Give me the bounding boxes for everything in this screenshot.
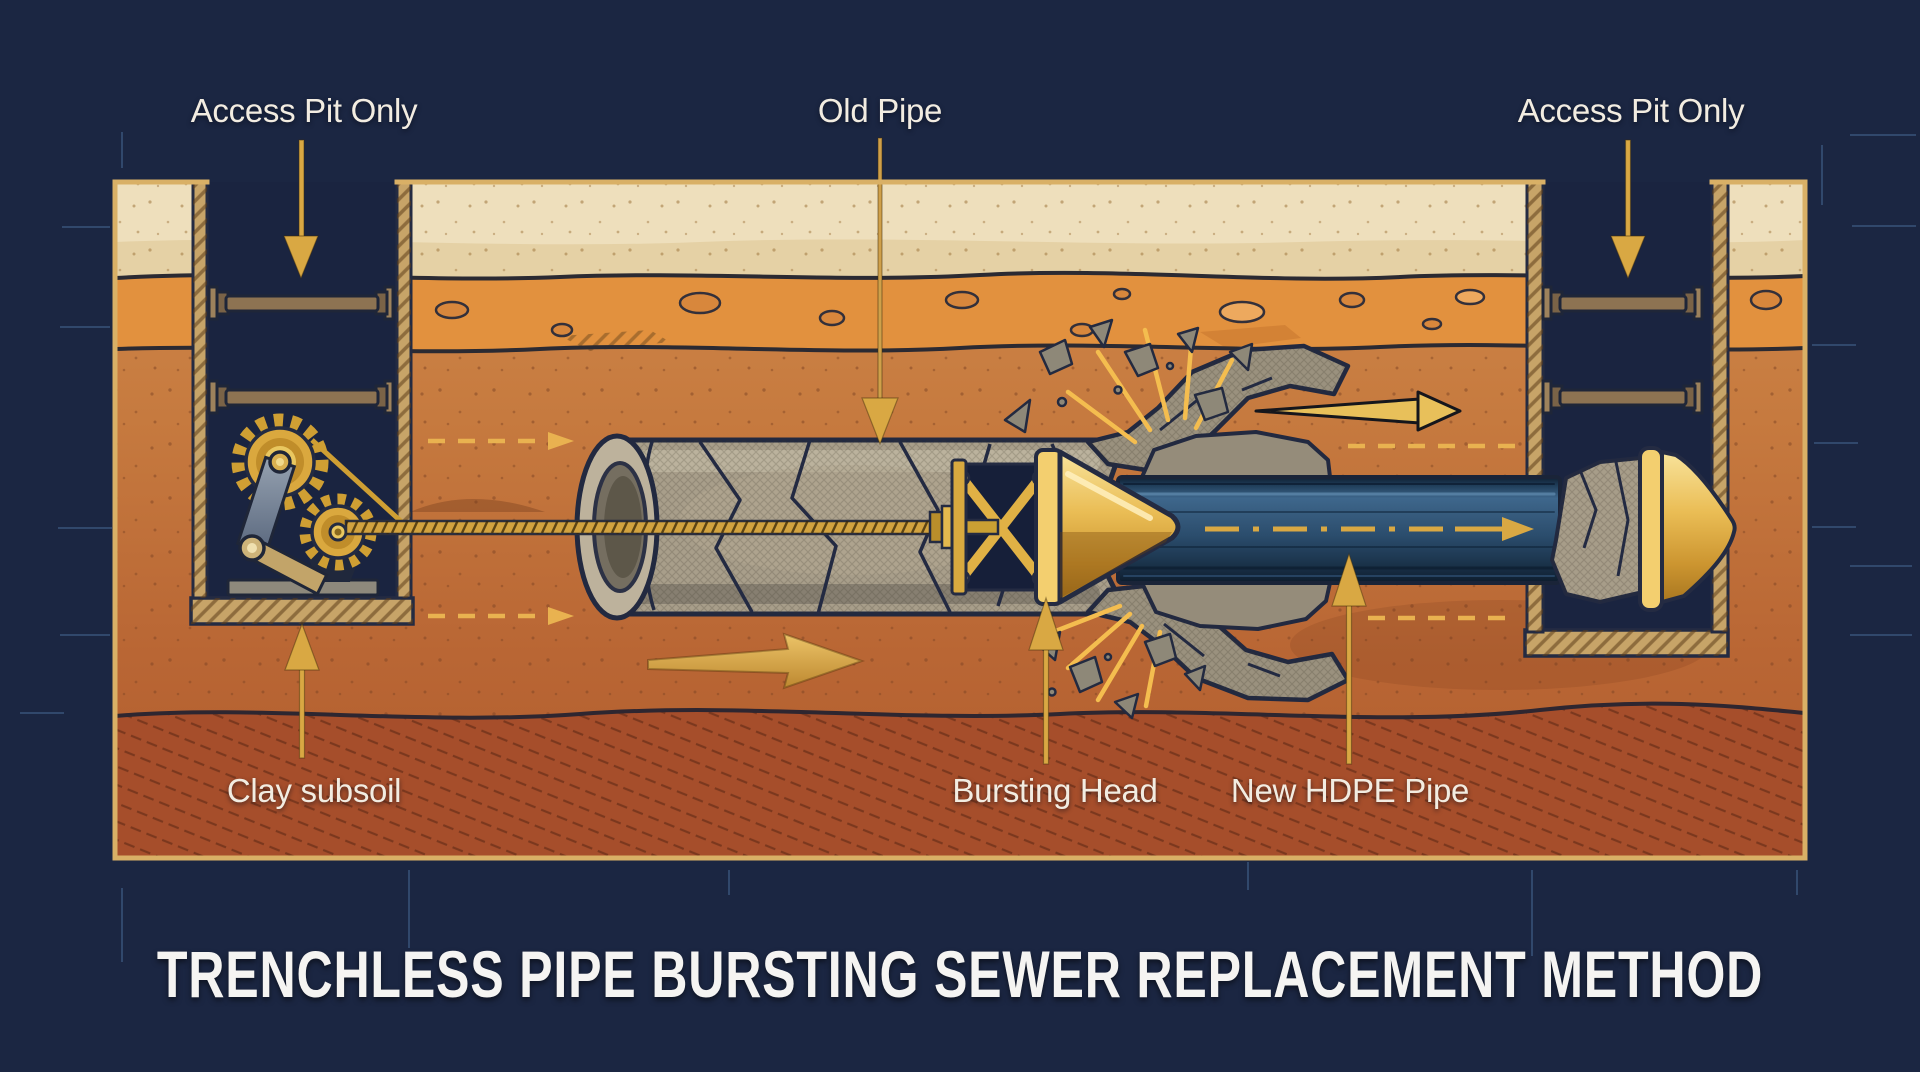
pit-brace xyxy=(1541,379,1704,415)
bursting-cone xyxy=(1057,449,1181,605)
pit-brace xyxy=(207,379,395,415)
dashed-guide-left-bottom xyxy=(428,607,574,625)
section-frame xyxy=(112,179,1808,861)
label-access-pit-right: Access Pit Only xyxy=(1517,92,1745,129)
pit-brace xyxy=(1541,285,1704,321)
flow-arrow-small xyxy=(1455,517,1534,541)
long-flow-arrow xyxy=(1254,390,1462,432)
dashed-guide-left-top xyxy=(428,432,574,450)
exit-cone xyxy=(1660,450,1737,604)
big-flow-arrow xyxy=(647,632,866,690)
label-access-pit-left: Access Pit Only xyxy=(190,92,418,129)
winch-machine xyxy=(226,413,408,597)
down-arrow-icon xyxy=(283,139,319,280)
pit-brace xyxy=(207,285,395,321)
bursting-head xyxy=(928,448,1181,606)
page-title: TRENCHLESS PIPE BURSTING SEWER REPLACEME… xyxy=(156,937,1764,1011)
pipe-exit-assembly xyxy=(1455,446,1737,612)
pointer-arrows xyxy=(283,137,1646,765)
down-arrow-icon xyxy=(861,137,899,446)
label-bursting-head: Bursting Head xyxy=(952,772,1158,809)
flow-arrows xyxy=(428,390,1515,690)
up-arrow-icon xyxy=(1028,596,1064,765)
down-arrow-icon xyxy=(1610,139,1646,280)
burst-pipe-fragments xyxy=(1140,430,1332,631)
label-old-pipe: Old Pipe xyxy=(817,92,943,129)
clay-layer xyxy=(114,701,1806,858)
up-arrow-icon xyxy=(1331,552,1367,765)
pull-cable xyxy=(344,519,960,536)
up-arrow-icon xyxy=(284,622,320,759)
label-new-hdpe-pipe: New HDPE Pipe xyxy=(1230,772,1470,809)
label-clay-subsoil: Clay subsoil xyxy=(226,772,402,809)
